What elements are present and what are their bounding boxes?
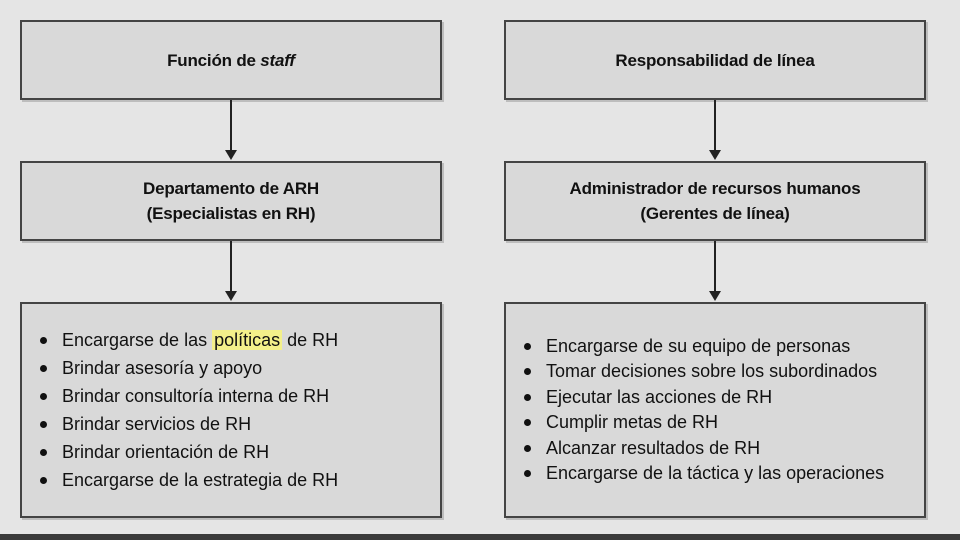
hr-department-title: Departamento de ARH [143,179,319,198]
arrow-down-left-1 [224,100,238,160]
list-item: Ejecutar las acciones de RH [522,385,884,411]
staff-function-title: Función de staff [167,48,295,73]
staff-function-italic: staff [260,50,295,70]
line-responsibility-box: Responsabilidad de línea [504,20,926,100]
hr-manager-title: Administrador de recursos humanos [569,179,861,198]
line-responsibility-title: Responsabilidad de línea [615,50,815,70]
hr-manager-subtitle: (Gerentes de línea) [640,204,790,223]
staff-responsibilities-list: Encargarse de las políticas de RH Brinda… [22,326,338,494]
list-item: Encargarse de la estrategia de RH [38,466,338,494]
list-item: Encargarse de la táctica y las operacion… [522,461,884,487]
staff-function-label: Función de [167,50,261,70]
list-item: Brindar asesoría y apoyo [38,354,338,382]
line-responsibilities-list: Encargarse de su equipo de personas Toma… [506,334,884,487]
list-item: Alcanzar resultados de RH [522,436,884,462]
line-responsibilities-box: Encargarse de su equipo de personas Toma… [504,302,926,518]
staff-function-box: Función de staff [20,20,442,100]
list-item: Cumplir metas de RH [522,410,884,436]
arrow-down-right-1 [708,100,722,160]
list-item: Encargarse de su equipo de personas [522,334,884,360]
arrow-down-right-2 [708,241,722,301]
arrow-down-left-2 [224,241,238,301]
staff-responsibilities-box: Encargarse de las políticas de RH Brinda… [20,302,442,518]
bottom-divider [0,534,960,540]
highlighted-word: políticas [212,330,283,350]
list-item: Encargarse de las políticas de RH [38,326,338,354]
hr-manager-box: Administrador de recursos humanos (Geren… [504,161,926,241]
list-item: Brindar servicios de RH [38,410,338,438]
list-item: Brindar orientación de RH [38,438,338,466]
list-item: Brindar consultoría interna de RH [38,382,338,410]
list-item: Tomar decisiones sobre los subordinados [522,359,884,385]
hr-department-box: Departamento de ARH (Especialistas en RH… [20,161,442,241]
hr-department-subtitle: (Especialistas en RH) [146,204,316,223]
